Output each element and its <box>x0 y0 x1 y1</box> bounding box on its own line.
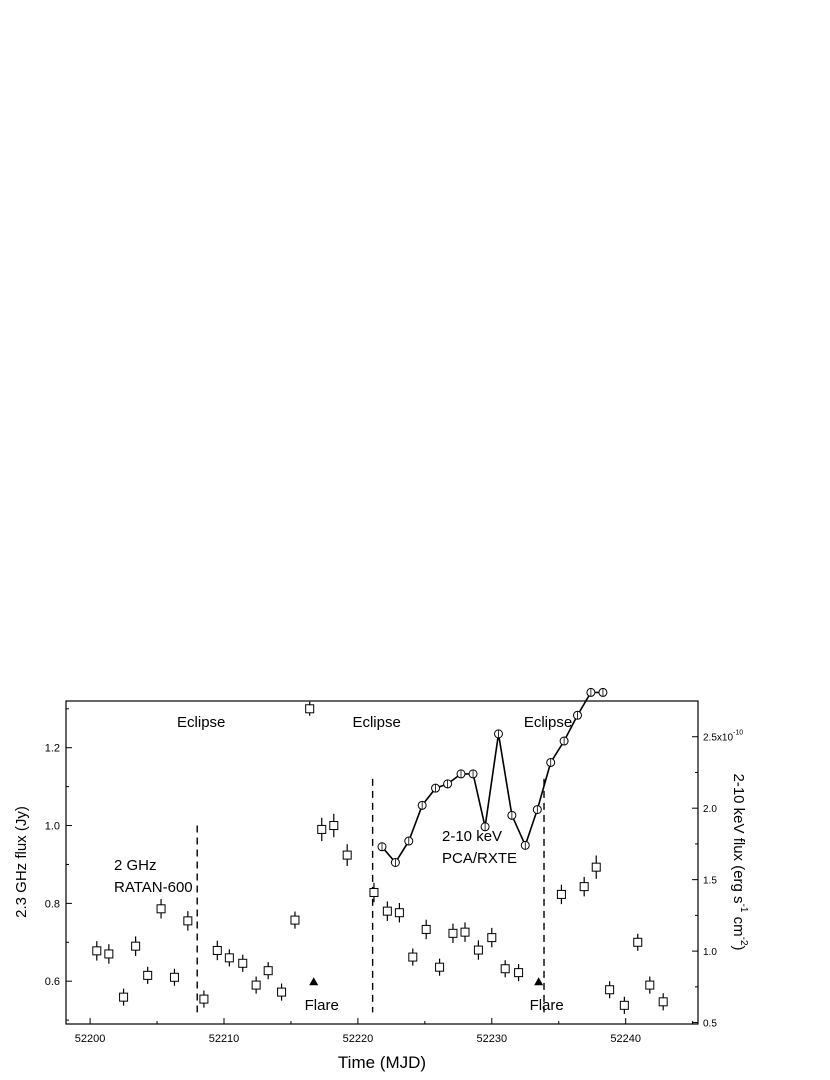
radio-point <box>119 992 129 1002</box>
radio-point <box>605 985 615 995</box>
radio-point <box>317 824 327 834</box>
eclipse-label: Eclipse <box>352 714 400 731</box>
xray-label-line1: 2-10 keV <box>442 828 502 845</box>
y-right-tick-label: 1.0 <box>703 947 717 958</box>
y-right-tick-label: 2.0 <box>703 804 717 815</box>
radio-point <box>556 889 566 899</box>
flare-marker <box>534 977 544 986</box>
y-right-title-mid: cm <box>730 912 747 936</box>
y-right-tick-label: 1.5 <box>703 876 717 887</box>
radio-point <box>448 928 458 938</box>
y-tick-label: 1.2 <box>45 743 60 755</box>
radio-point <box>342 850 352 860</box>
eclipse-label: Eclipse <box>524 714 572 731</box>
radio-point <box>369 887 379 897</box>
eclipse-markers: Eclipse Eclipse Eclipse <box>177 714 572 1013</box>
y-right-tick-exponent: -10 <box>733 730 743 737</box>
radio-point <box>263 966 273 976</box>
radio-label-line1: 2 GHz <box>114 857 157 874</box>
y-axis-right-title: 2-10 keV flux (erg s-1 cm-2) <box>730 773 749 950</box>
radio-point <box>183 916 193 926</box>
radio-point <box>305 704 315 714</box>
radio-point <box>435 962 445 972</box>
y-tick-label: 0.8 <box>45 898 60 910</box>
radio-point <box>277 987 287 997</box>
radio-point <box>212 945 222 955</box>
radio-point <box>131 941 141 951</box>
y-right-title-exp1: -1 <box>738 904 749 913</box>
y-axis-left-title: 2.3 GHz flux (Jy) <box>13 806 30 918</box>
radio-point <box>473 945 483 955</box>
x-tick-label: 52240 <box>610 1033 641 1045</box>
radio-point <box>394 908 404 918</box>
y-right-title-main: 2-10 keV flux (erg s <box>730 773 747 903</box>
radio-point <box>591 862 601 872</box>
plot-frame <box>65 700 699 1025</box>
y-tick-label: 0.6 <box>45 976 60 988</box>
radio-point <box>251 980 261 990</box>
radio-point <box>224 953 234 963</box>
flare-label: Flare <box>530 997 564 1014</box>
radio-point <box>460 927 470 937</box>
xray-line <box>381 691 603 864</box>
x-tick-label: 52210 <box>209 1033 240 1045</box>
radio-point <box>382 906 392 916</box>
radio-label-line2: RATAN-600 <box>114 879 193 896</box>
radio-point <box>329 821 339 831</box>
x-axis-title: Time (MJD) <box>338 1053 426 1072</box>
y-tick-label: 1.0 <box>45 821 60 833</box>
radio-point <box>487 933 497 943</box>
radio-point <box>514 968 524 978</box>
x-tick-label: 52230 <box>476 1033 507 1045</box>
flare-markers: Flare Flare <box>305 977 564 1014</box>
radio-point <box>408 952 418 962</box>
flare-marker <box>309 977 319 986</box>
y-axis-left-ticks: 0.6 0.8 1.0 1.2 <box>45 708 72 1021</box>
eclipse-label: Eclipse <box>177 714 225 731</box>
radio-point <box>579 882 589 892</box>
radio-point <box>104 949 114 959</box>
xray-label-line2: PCA/RXTE <box>442 850 517 867</box>
x-axis-ticks: 52200 52210 52220 52230 52240 <box>75 1018 694 1045</box>
radio-point <box>645 980 655 990</box>
y-right-tick-label: 2.5x10-10 <box>703 730 743 744</box>
flare-label: Flare <box>305 997 339 1014</box>
radio-point <box>421 924 431 934</box>
series-radio-2ghz <box>92 701 668 1014</box>
radio-point <box>199 994 209 1004</box>
radio-point <box>290 915 300 925</box>
y-right-title-end: ) <box>730 946 747 951</box>
radio-point <box>169 972 179 982</box>
radio-point <box>156 904 166 914</box>
radio-point <box>92 946 102 956</box>
radio-point <box>658 997 668 1007</box>
series-xray-2-10kev <box>377 687 608 867</box>
radio-point <box>633 937 643 947</box>
y-right-tick-label: 0.5 <box>703 1019 717 1030</box>
y-right-title-exp2: -2 <box>738 937 749 946</box>
x-tick-label: 52200 <box>75 1033 106 1045</box>
radio-point <box>238 958 248 968</box>
radio-point <box>143 970 153 980</box>
radio-point <box>619 1000 629 1010</box>
x-tick-label: 52220 <box>343 1033 374 1045</box>
radio-point <box>500 964 510 974</box>
svg-text:2-10 keV flux (erg s-1 cm-2): 2-10 keV flux (erg s-1 cm-2) <box>730 773 749 950</box>
